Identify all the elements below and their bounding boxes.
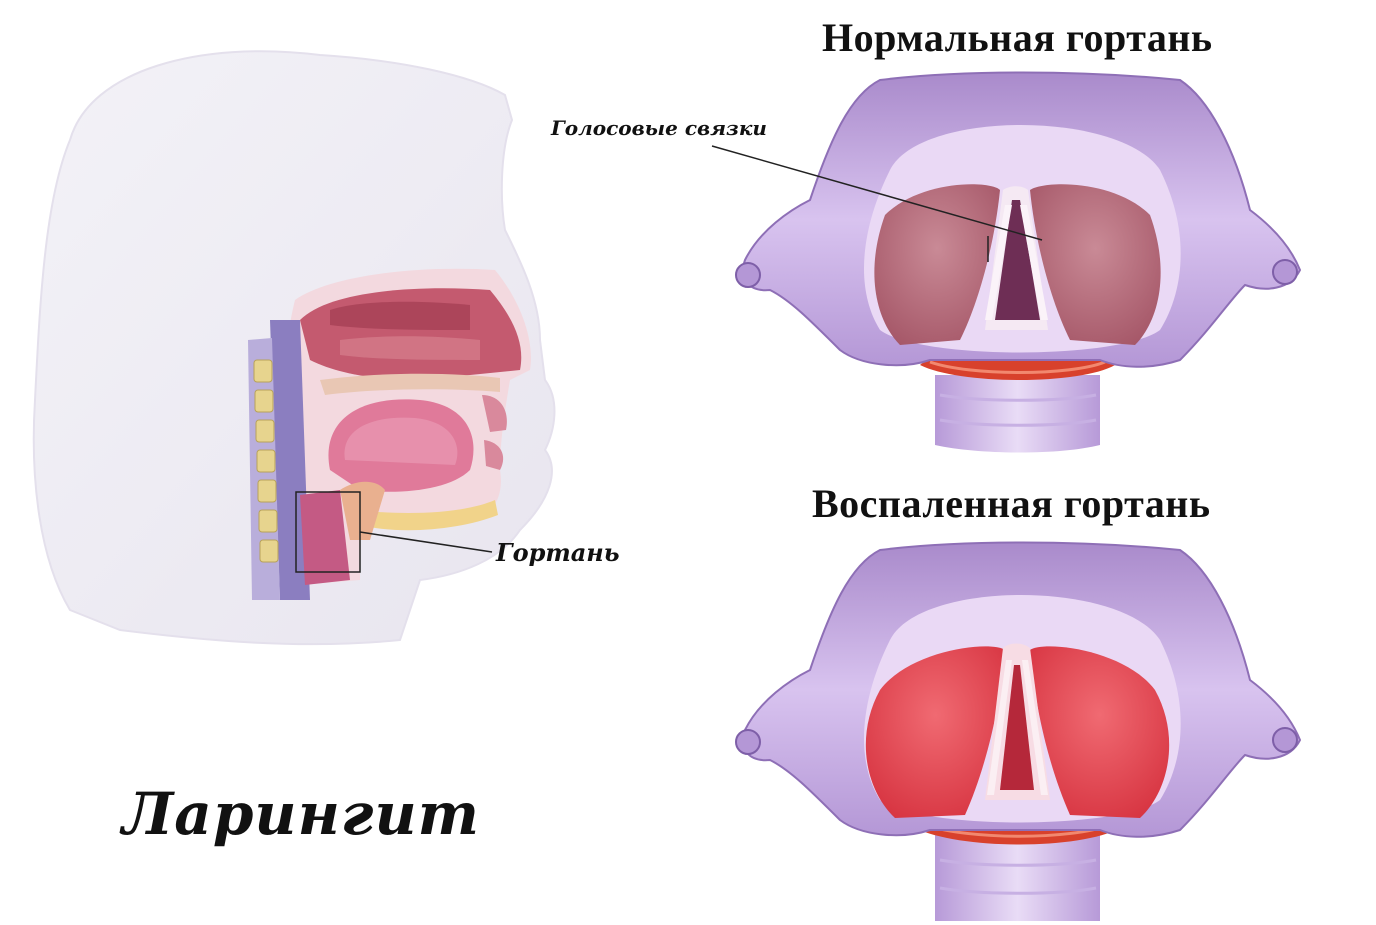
normal-larynx [736, 73, 1300, 453]
title-normal-larynx: Нормальная гортань [822, 14, 1213, 61]
label-larynx: Гортань [496, 538, 620, 567]
label-vocal-cords: Голосовые связки [551, 116, 767, 140]
inflamed-larynx [736, 543, 1300, 922]
title-inflamed-larynx: Воспаленная гортань [812, 480, 1210, 527]
label-laryngitis: Ларингит [122, 780, 480, 848]
